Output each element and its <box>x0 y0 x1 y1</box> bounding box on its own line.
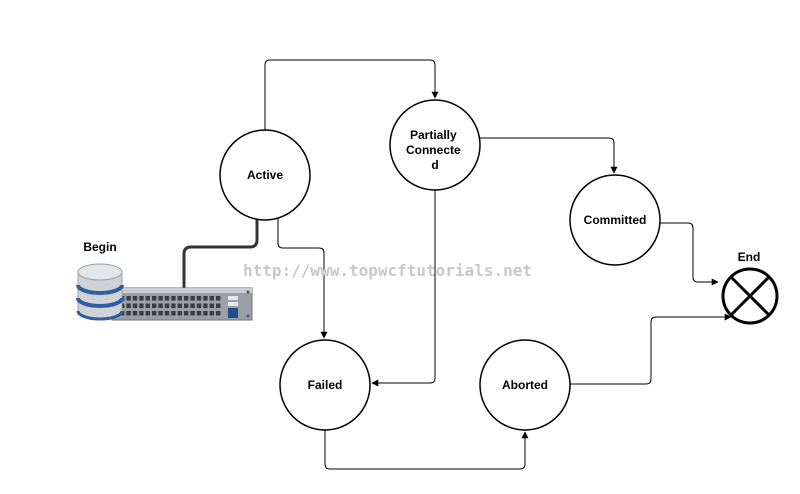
switch-port <box>209 303 214 308</box>
switch-port <box>184 311 189 316</box>
switch-port <box>126 303 131 308</box>
edge-begin-to-active <box>182 218 259 288</box>
switch-port <box>132 311 138 316</box>
switch-port <box>177 303 182 308</box>
switch-port <box>164 296 170 301</box>
node-aborted-label: Aborted <box>502 378 548 392</box>
node-aborted: Aborted <box>479 339 571 431</box>
node-end-label: End <box>738 250 761 264</box>
switch-port <box>126 296 131 301</box>
switch-port <box>139 296 144 301</box>
node-partially-connected-label: Partially Connecte d <box>406 128 464 172</box>
database-icon <box>76 263 124 321</box>
switch-port <box>132 303 138 308</box>
switch-port <box>177 296 182 301</box>
switch-port <box>145 311 150 316</box>
switch-port <box>177 311 182 316</box>
switch-port <box>171 296 176 301</box>
switch-port <box>196 311 202 316</box>
switch-port <box>216 311 221 316</box>
switch-port <box>196 303 202 308</box>
switch-port <box>152 311 157 316</box>
switch-port <box>209 296 214 301</box>
node-failed: Failed <box>279 339 371 431</box>
edge-partially-connected-to-failed <box>371 190 436 387</box>
edge-aborted-to-end <box>570 313 732 385</box>
switch-port <box>171 311 176 316</box>
edge-committed-to-end <box>660 222 719 286</box>
network-switch-icon <box>111 287 253 321</box>
switch-port <box>209 311 214 316</box>
edge-active-to-failed <box>277 218 328 339</box>
switch-port <box>216 303 221 308</box>
node-begin-label: Begin <box>83 240 116 254</box>
switch-port <box>158 303 163 308</box>
switch-port <box>203 296 208 301</box>
switch-port <box>164 311 170 316</box>
switch-port <box>190 303 195 308</box>
node-active: Active <box>219 129 311 221</box>
switch-port <box>132 296 138 301</box>
switch-port <box>164 303 170 308</box>
node-failed-label: Failed <box>308 378 343 392</box>
switch-port <box>145 296 150 301</box>
switch-port <box>145 303 150 308</box>
switch-port <box>196 296 202 301</box>
switch-port <box>139 303 144 308</box>
switch-port <box>190 296 195 301</box>
node-partially-connected: Partially Connecte d <box>389 99 481 191</box>
edge-active-to-partially-connected <box>264 59 439 130</box>
node-committed-label: Committed <box>584 213 647 227</box>
switch-port <box>152 296 157 301</box>
switch-port <box>216 296 221 301</box>
switch-port <box>158 311 163 316</box>
switch-port <box>184 303 189 308</box>
switch-port <box>203 311 208 316</box>
node-end: End <box>721 250 779 325</box>
node-begin: Begin <box>76 240 253 321</box>
switch-port <box>126 311 131 316</box>
watermark-text: http://www.topwcftutorials.net <box>243 261 532 280</box>
switch-port <box>139 311 144 316</box>
switch-port <box>171 303 176 308</box>
switch-port <box>190 311 195 316</box>
switch-port <box>203 303 208 308</box>
node-active-label: Active <box>247 168 283 182</box>
switch-port <box>152 303 157 308</box>
edge-failed-to-aborted <box>324 430 529 470</box>
node-committed: Committed <box>569 174 661 266</box>
switch-port <box>184 296 189 301</box>
edge-partially-connected-to-committed <box>478 137 618 174</box>
switch-port <box>158 296 163 301</box>
